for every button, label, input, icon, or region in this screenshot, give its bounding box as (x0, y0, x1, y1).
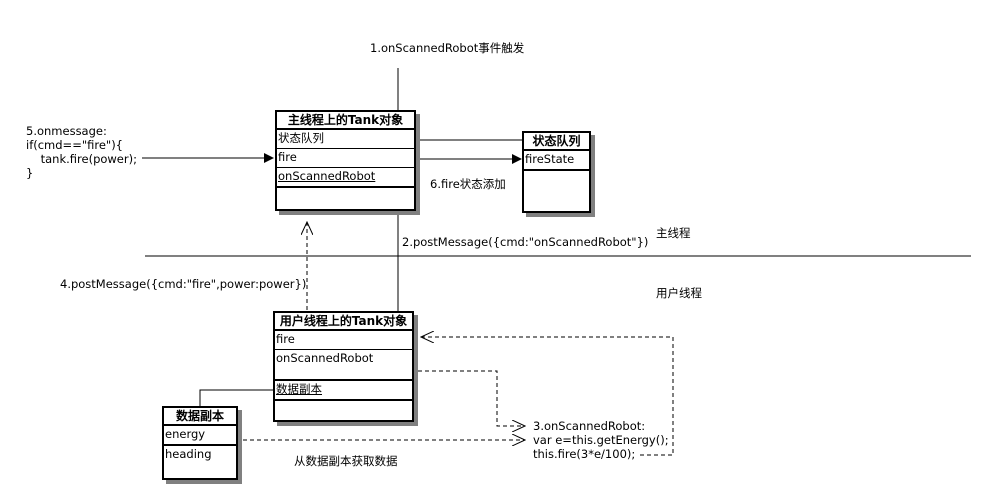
row-label: energy (165, 427, 206, 441)
row-label: 数据副本 (276, 382, 322, 396)
step3-line-1: 3.onScannedRobot: (533, 419, 646, 433)
step5-line-4: } (26, 166, 34, 180)
user-tank-row-datacopy[interactable]: 数据副本 (275, 381, 412, 401)
row-label: onScannedRobot (278, 169, 376, 183)
main-tank-row-onscannedrobot[interactable]: onScannedRobot (277, 168, 414, 188)
data-copy-row-energy[interactable]: energy (164, 426, 236, 446)
row-label: fireState (525, 152, 575, 166)
user-tank-title: 用户线程上的Tank对象 (275, 313, 412, 331)
step3-line-3: this.fire(3*e/100); (533, 447, 636, 461)
user-tank-row-fire[interactable]: fire (275, 331, 412, 350)
main-thread-label: 主线程 (656, 226, 691, 240)
main-tank-row-queue[interactable]: 状态队列 (277, 130, 414, 149)
row-label: fire (276, 332, 295, 346)
user-tank-row-onscannedrobot[interactable]: onScannedRobot (275, 350, 412, 381)
main-tank-title: 主线程上的Tank对象 (277, 112, 414, 130)
fetch-data-label: 从数据副本获取数据 (294, 454, 398, 468)
step3-arrow (418, 370, 525, 426)
data-copy-class-box[interactable]: 数据副本 energy heading (162, 406, 238, 480)
data-copy-row-heading[interactable]: heading (164, 446, 236, 463)
user-thread-label: 用户线程 (656, 286, 702, 300)
user-tank-class-box[interactable]: 用户线程上的Tank对象 fire onScannedRobot 数据副本 (273, 311, 414, 422)
step5-line-3: tank.fire(power); (26, 152, 137, 166)
row-label: onScannedRobot (276, 351, 374, 365)
fire-callback-arrow (421, 337, 674, 456)
state-queue-class-box[interactable]: 状态队列 fireState (522, 131, 591, 213)
row-label: 状态队列 (278, 131, 324, 145)
data-copy-association (199, 389, 275, 406)
main-tank-row-empty (277, 188, 414, 208)
step5-line-1: 5.onmessage: (26, 124, 107, 138)
step6-label: 6.fire状态添加 (430, 177, 506, 191)
row-label: heading (165, 447, 212, 461)
state-queue-title: 状态队列 (524, 133, 589, 151)
data-copy-title: 数据副本 (164, 408, 236, 426)
state-queue-row-firestate[interactable]: fireState (524, 151, 589, 171)
main-tank-class-box[interactable]: 主线程上的Tank对象 状态队列 fire onScannedRobot (275, 110, 416, 211)
main-tank-row-fire[interactable]: fire (277, 149, 414, 168)
step5-line-2: if(cmd=="fire"){ (26, 138, 124, 152)
step1-label: 1.onScannedRobot事件触发 (370, 41, 525, 55)
row-label: fire (278, 150, 297, 164)
step4-label: 4.postMessage({cmd:"fire",power:power}) (60, 277, 307, 291)
step3-line-2: var e=this.getEnergy(); (533, 433, 669, 447)
step2-label: 2.postMessage({cmd:"onScannedRobot"}) (402, 235, 649, 249)
